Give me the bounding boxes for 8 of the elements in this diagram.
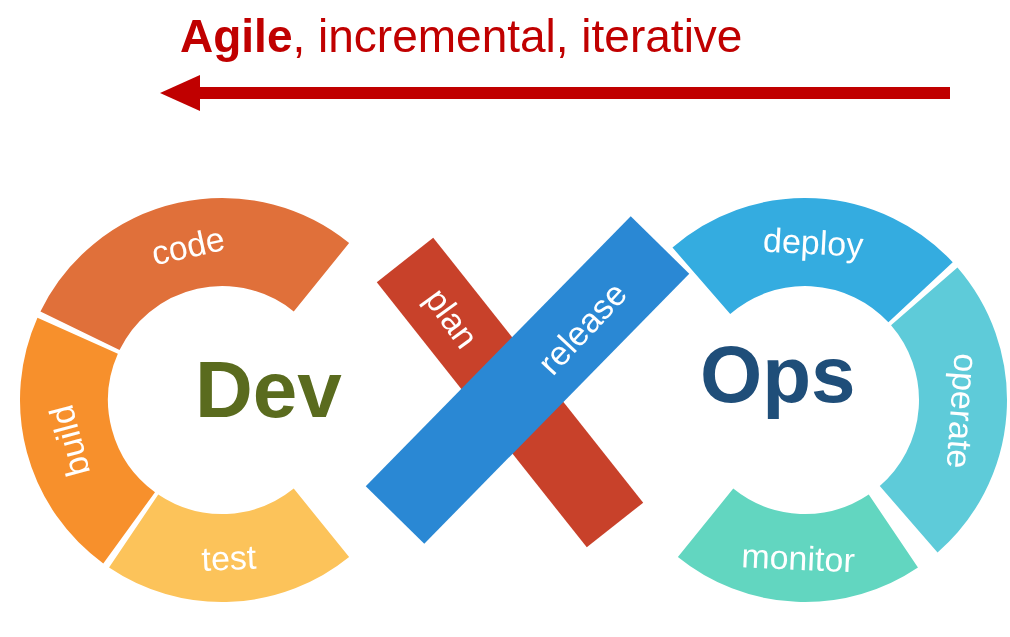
title: Agile, incremental, iterative: [180, 9, 743, 64]
segment-label: operate: [939, 352, 986, 470]
segment-label: build: [41, 401, 98, 481]
segment-label: code: [147, 219, 228, 273]
loop-center-label: Dev: [195, 350, 342, 430]
segment-label: test: [200, 537, 258, 579]
segment-label: deploy: [762, 220, 865, 264]
segment-label: monitor: [740, 536, 856, 580]
